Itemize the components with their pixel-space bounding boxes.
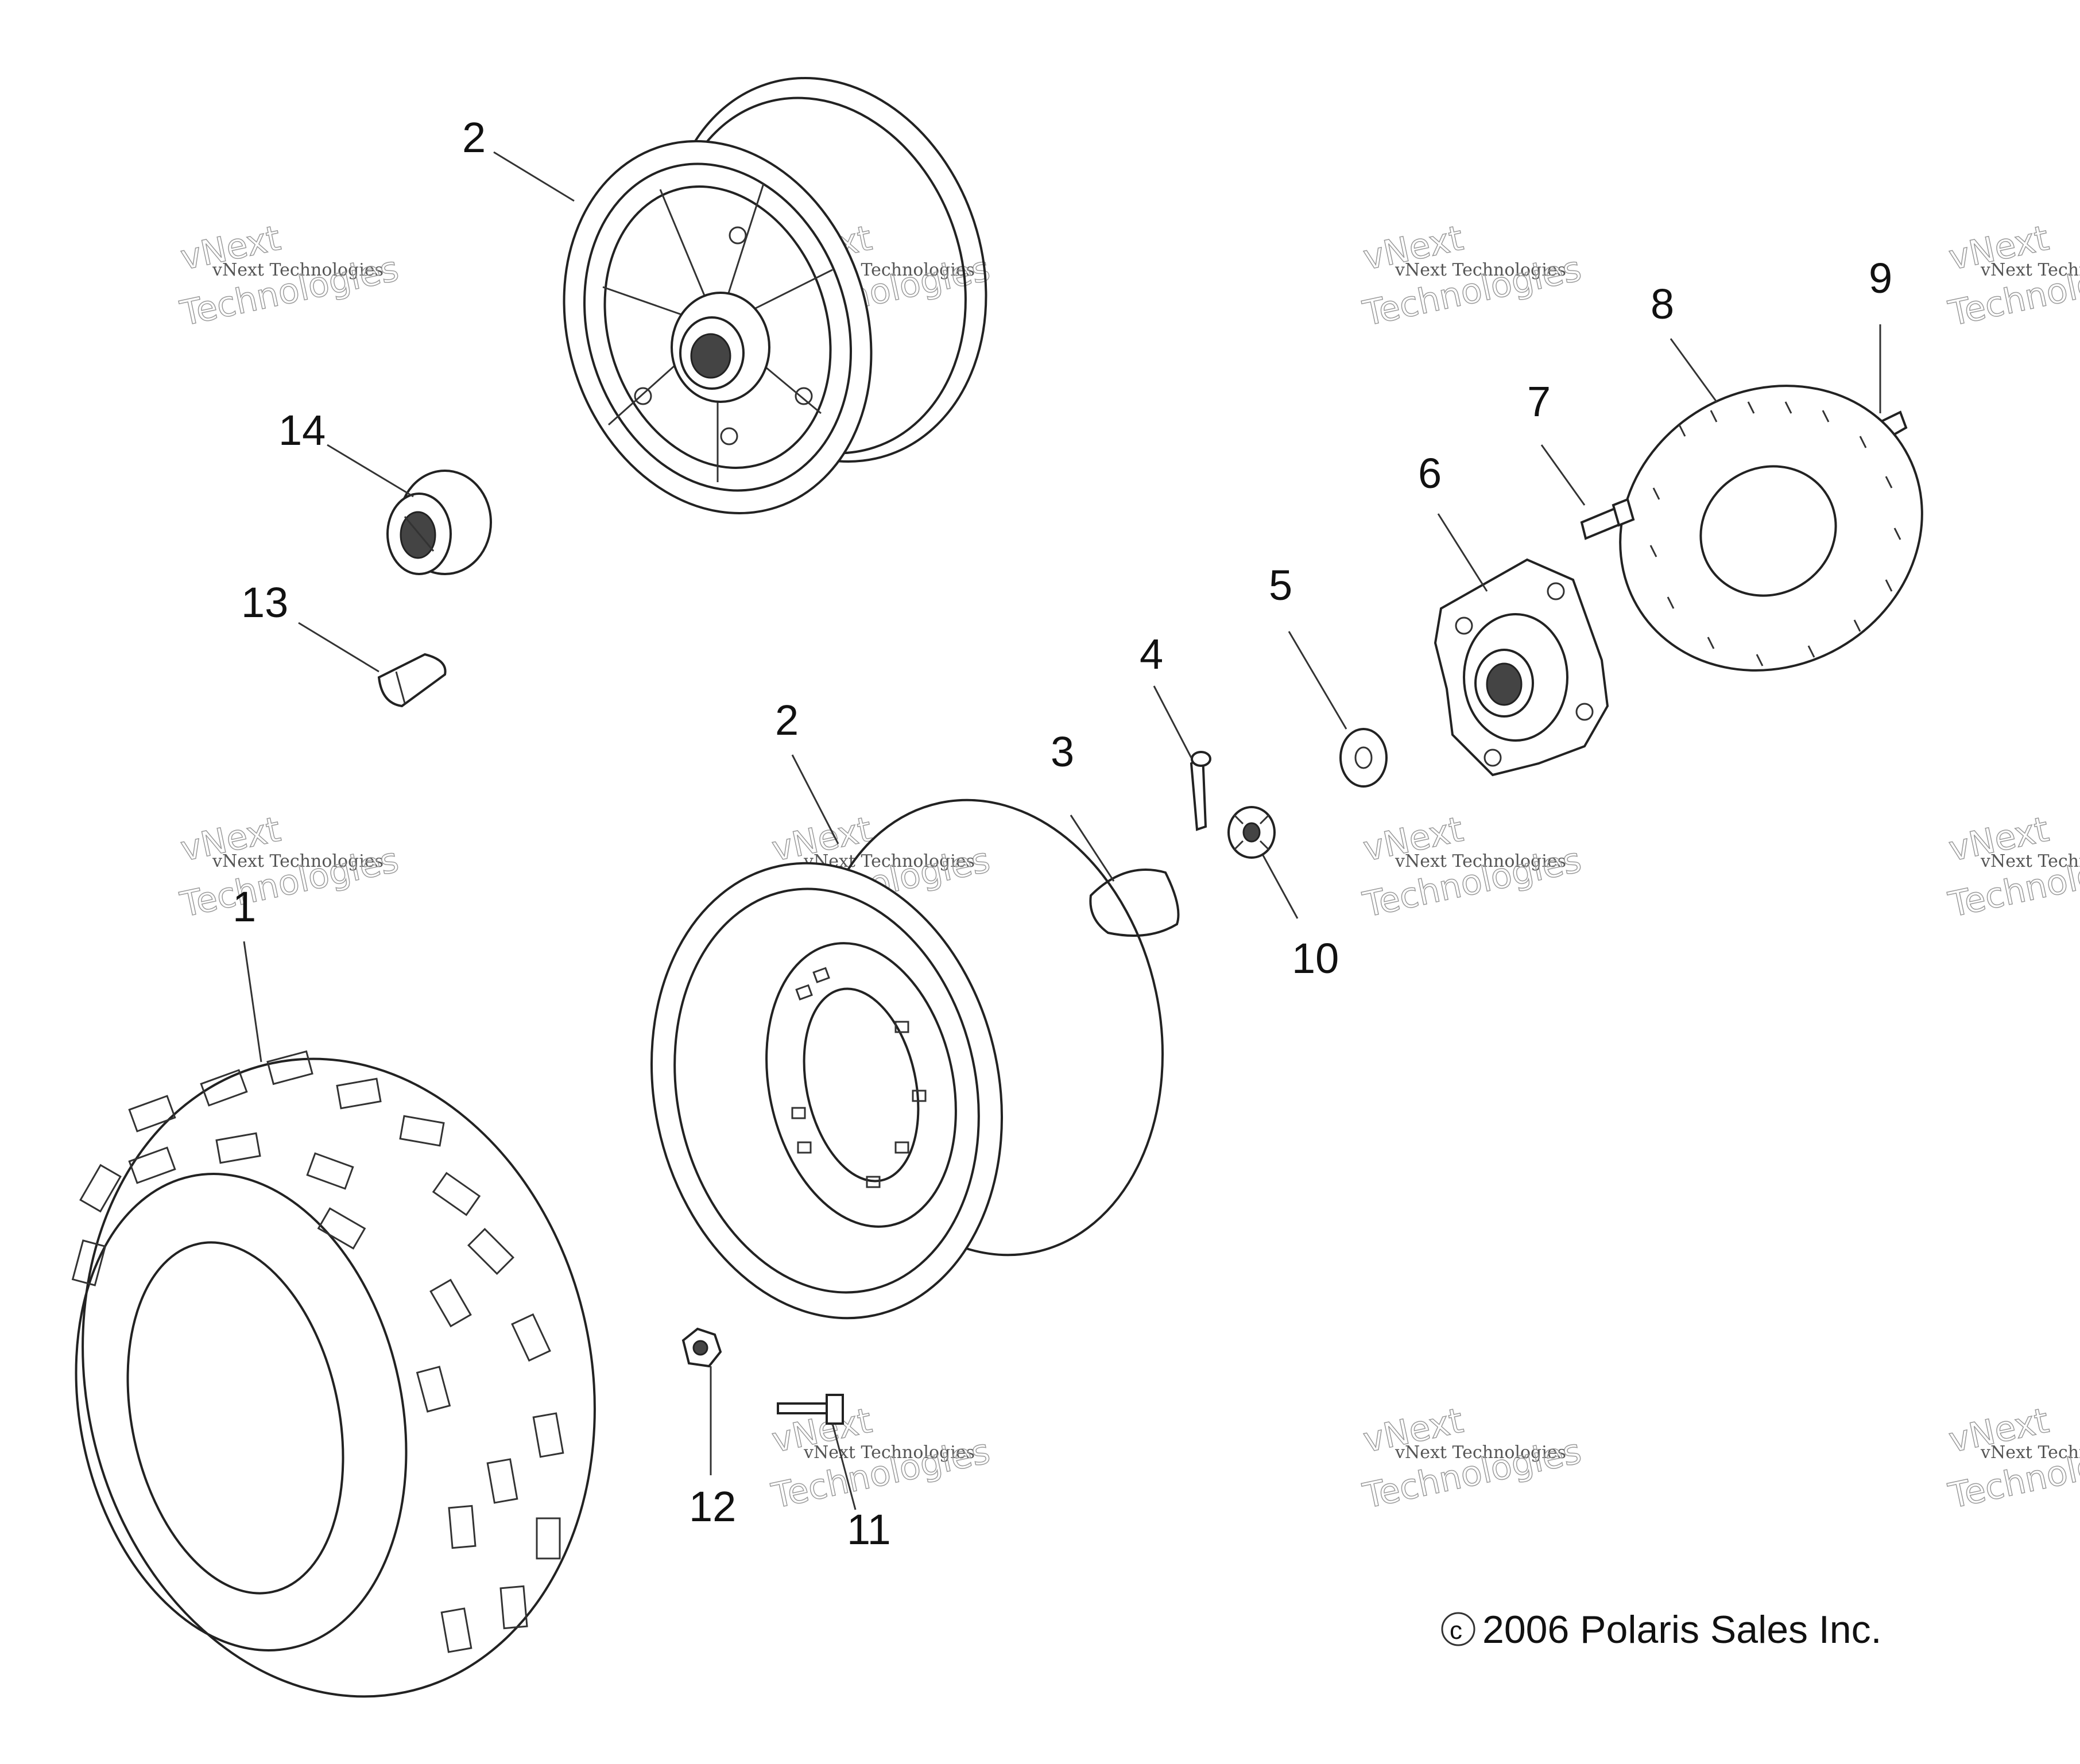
watermark: vNext vNext Technologies Technologies — [176, 809, 402, 926]
leader-lines — [243, 151, 1881, 1510]
stud-bolt-part — [1580, 498, 1635, 540]
center-cap-part — [1089, 869, 1180, 937]
upper-wheel-rim-part — [563, 77, 987, 514]
tire-part — [71, 1050, 596, 1698]
callout-9: 9 — [1869, 254, 1892, 302]
callout-2-lower: 2 — [775, 696, 799, 744]
svg-text:vNext Technologies: vNext Technologies — [1395, 260, 1566, 280]
watermark: vNext vNext Technologies Technologies — [176, 218, 402, 335]
lug-nut-part — [681, 1327, 722, 1368]
watermark: vNext vNext Technologies Technologies — [1359, 809, 1585, 926]
watermark: vNext vNext Technologies Technologies — [768, 1400, 994, 1517]
svg-text:vNext Technologies: vNext Technologies — [212, 851, 384, 871]
callout-7: 7 — [1527, 378, 1551, 425]
watermark: vNext vNext Technologies Technologies — [1945, 1400, 2080, 1517]
copyright-text: 2006 Polaris Sales Inc. — [1482, 1608, 1882, 1651]
callout-6: 6 — [1418, 449, 1442, 497]
svg-text:vNext Technologies: vNext Technologies — [1395, 851, 1566, 871]
svg-text:vNext Technologies: vNext Technologies — [803, 1443, 975, 1463]
wheel-hub-part — [1434, 558, 1609, 777]
callout-3: 3 — [1051, 728, 1074, 776]
svg-text:vNext Technologies: vNext Technologies — [1980, 260, 2080, 280]
watermark: vNext vNext Technologies Technologies — [1359, 218, 1585, 335]
callout-labels: 2 14 13 9 8 7 6 5 4 3 2 10 1 12 11 — [233, 114, 1892, 1553]
copyright-symbol: c — [1450, 1616, 1462, 1645]
cotter-pin-part — [1190, 751, 1211, 831]
callout-14: 14 — [278, 406, 326, 454]
callout-4: 4 — [1140, 630, 1163, 678]
lower-wheel-rim-part — [650, 798, 1164, 1320]
washer-part — [1339, 728, 1388, 788]
callout-12: 12 — [689, 1483, 736, 1530]
callout-2-upper: 2 — [462, 114, 486, 161]
callout-5: 5 — [1269, 561, 1292, 609]
svg-text:vNext Technologies: vNext Technologies — [1395, 1443, 1566, 1463]
copyright-notice: c 2006 Polaris Sales Inc. — [1441, 1608, 1882, 1651]
callout-13: 13 — [241, 579, 288, 626]
watermark: vNext vNext Technologies Technologies — [1945, 809, 2080, 926]
wheel-stud-part — [777, 1394, 844, 1425]
watermark: vNext vNext Technologies Technologies — [1359, 1400, 1585, 1517]
svg-text:vNext Technologies: vNext Technologies — [1980, 1443, 2080, 1463]
bearing-cap-part — [386, 470, 492, 575]
lug-plug-part — [377, 653, 447, 708]
castle-nut-part — [1227, 806, 1276, 859]
brake-disc-part — [1619, 385, 1923, 672]
svg-text:vNext Technologies: vNext Technologies — [212, 260, 384, 280]
callout-11: 11 — [847, 1506, 891, 1553]
callout-10: 10 — [1292, 935, 1339, 982]
callout-8: 8 — [1651, 280, 1674, 328]
svg-text:vNext Technologies: vNext Technologies — [1980, 851, 2080, 871]
callout-1: 1 — [233, 883, 256, 931]
watermark: vNext vNext Technologies Technologies — [1945, 218, 2080, 335]
